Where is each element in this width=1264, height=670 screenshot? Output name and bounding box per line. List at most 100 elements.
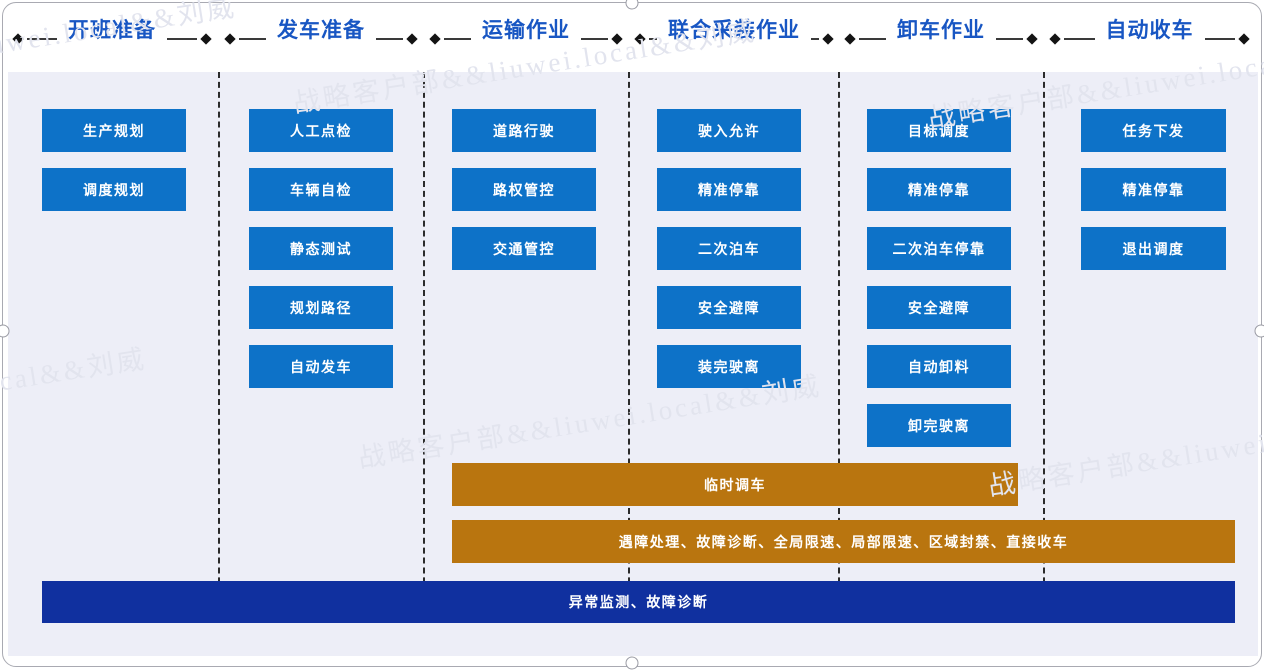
header-line (444, 38, 471, 40)
exception-handling-bar[interactable]: 遇障处理、故障诊断、全局限速、局部限速、区域封禁、直接收车 (452, 520, 1235, 563)
process-step-box[interactable]: 卸完驶离 (867, 404, 1011, 447)
process-step-box[interactable]: 调度规划 (42, 168, 186, 211)
header-line (239, 38, 266, 40)
process-step-label: 安全避障 (908, 299, 970, 316)
diamond-endpoint-icon (844, 33, 856, 45)
process-step-box[interactable]: 二次泊车 (657, 227, 801, 270)
process-step-label: 路权管控 (493, 181, 555, 198)
stage-header-5[interactable]: 卸车作业 (844, 16, 1038, 62)
process-step-box[interactable]: 二次泊车停靠 (867, 227, 1011, 270)
process-step-box[interactable]: 装完驶离 (657, 345, 801, 388)
diamond-endpoint-icon (1049, 33, 1061, 45)
stage-header-1[interactable]: 开班准备 (12, 16, 212, 62)
process-step-box[interactable]: 任务下发 (1081, 109, 1226, 152)
process-step-label: 道路行驶 (493, 122, 555, 139)
process-step-label: 精准停靠 (698, 181, 760, 198)
process-step-label: 驶入允许 (698, 122, 760, 139)
column-divider-line (838, 72, 840, 623)
process-step-label: 自动发车 (290, 358, 352, 375)
temporary-dispatch-label: 临时调车 (704, 476, 766, 493)
header-line (996, 38, 1023, 40)
header-line (376, 38, 403, 40)
header-line (811, 38, 819, 40)
stage-title: 联合采装作业 (668, 19, 800, 42)
process-step-label: 交通管控 (493, 240, 555, 257)
diamond-endpoint-icon (1238, 33, 1250, 45)
header-line (649, 38, 657, 40)
process-step-label: 退出调度 (1122, 240, 1185, 257)
process-step-label: 调度规划 (83, 181, 145, 198)
stage-header-4[interactable]: 联合采装作业 (634, 16, 834, 62)
process-step-box[interactable]: 规划路径 (249, 286, 393, 329)
process-step-label: 任务下发 (1122, 122, 1185, 139)
process-step-box[interactable]: 交通管控 (452, 227, 596, 270)
process-step-label: 装完驶离 (698, 358, 760, 375)
process-step-box[interactable]: 目标调度 (867, 109, 1011, 152)
diamond-endpoint-icon (224, 33, 236, 45)
process-step-box[interactable]: 驶入允许 (657, 109, 801, 152)
diamond-endpoint-icon (1026, 33, 1038, 45)
process-step-box[interactable]: 安全避障 (867, 286, 1011, 329)
process-step-box[interactable]: 精准停靠 (867, 168, 1011, 211)
diamond-endpoint-icon (200, 33, 212, 45)
process-step-label: 静态测试 (290, 240, 352, 257)
process-step-label: 精准停靠 (1122, 181, 1185, 198)
stage-title: 卸车作业 (897, 19, 985, 42)
process-step-label: 精准停靠 (908, 181, 970, 198)
diamond-endpoint-icon (12, 33, 24, 45)
resize-handle-bottom[interactable] (625, 656, 639, 670)
process-step-label: 卸完驶离 (908, 417, 970, 434)
header-line (1204, 38, 1235, 40)
process-step-label: 人工点检 (290, 122, 352, 139)
process-step-box[interactable]: 精准停靠 (657, 168, 801, 211)
column-divider-line (1043, 72, 1045, 623)
process-step-label: 车辆自检 (290, 181, 352, 198)
diamond-endpoint-icon (611, 33, 623, 45)
process-step-label: 目标调度 (908, 122, 970, 139)
process-step-box[interactable]: 生产规划 (42, 109, 186, 152)
column-divider-line (218, 72, 220, 623)
process-step-box[interactable]: 自动卸料 (867, 345, 1011, 388)
column-divider-line (628, 72, 630, 623)
process-step-label: 二次泊车 (698, 240, 760, 257)
process-step-box[interactable]: 车辆自检 (249, 168, 393, 211)
header-line (167, 38, 197, 40)
resize-handle-top[interactable] (625, 0, 639, 10)
resize-handle-left[interactable] (0, 324, 10, 338)
diamond-endpoint-icon (822, 33, 834, 45)
header-line (1064, 38, 1095, 40)
process-step-box[interactable]: 退出调度 (1081, 227, 1226, 270)
diamond-endpoint-icon (406, 33, 418, 45)
stage-title: 开班准备 (68, 19, 156, 42)
diamond-endpoint-icon (634, 33, 646, 45)
stage-header-6[interactable]: 自动收车 (1049, 16, 1250, 62)
resize-handle-right[interactable] (1254, 324, 1264, 338)
process-step-box[interactable]: 人工点检 (249, 109, 393, 152)
process-step-label: 规划路径 (290, 299, 352, 316)
diamond-endpoint-icon (429, 33, 441, 45)
anomaly-monitoring-label: 异常监测、故障诊断 (568, 594, 709, 610)
header-line (581, 38, 608, 40)
stage-title: 发车准备 (277, 19, 365, 42)
content-panel: 生产规划调度规划 人工点检车辆自检静态测试规划路径自动发车 道路行驶路权管控交通管控… (8, 72, 1258, 656)
process-step-label: 生产规划 (83, 122, 145, 139)
temporary-dispatch-bar[interactable]: 临时调车 (452, 463, 1018, 506)
stage-title: 运输作业 (482, 19, 570, 42)
process-step-label: 二次泊车停靠 (892, 240, 986, 257)
exception-handling-label: 遇障处理、故障诊断、全局限速、局部限速、区域封禁、直接收车 (618, 533, 1069, 550)
header-line (27, 38, 57, 40)
stage-header-3[interactable]: 运输作业 (429, 16, 623, 62)
process-step-box[interactable]: 静态测试 (249, 227, 393, 270)
process-step-box[interactable]: 精准停靠 (1081, 168, 1226, 211)
process-step-box[interactable]: 道路行驶 (452, 109, 596, 152)
process-step-label: 安全避障 (698, 299, 760, 316)
anomaly-monitoring-bar[interactable]: 异常监测、故障诊断 (42, 581, 1235, 623)
process-step-box[interactable]: 安全避障 (657, 286, 801, 329)
header-line (859, 38, 886, 40)
process-step-box[interactable]: 路权管控 (452, 168, 596, 211)
column-divider-line (423, 72, 425, 623)
process-step-label: 自动卸料 (908, 358, 970, 375)
stage-header-2[interactable]: 发车准备 (224, 16, 418, 62)
process-step-box[interactable]: 自动发车 (249, 345, 393, 388)
